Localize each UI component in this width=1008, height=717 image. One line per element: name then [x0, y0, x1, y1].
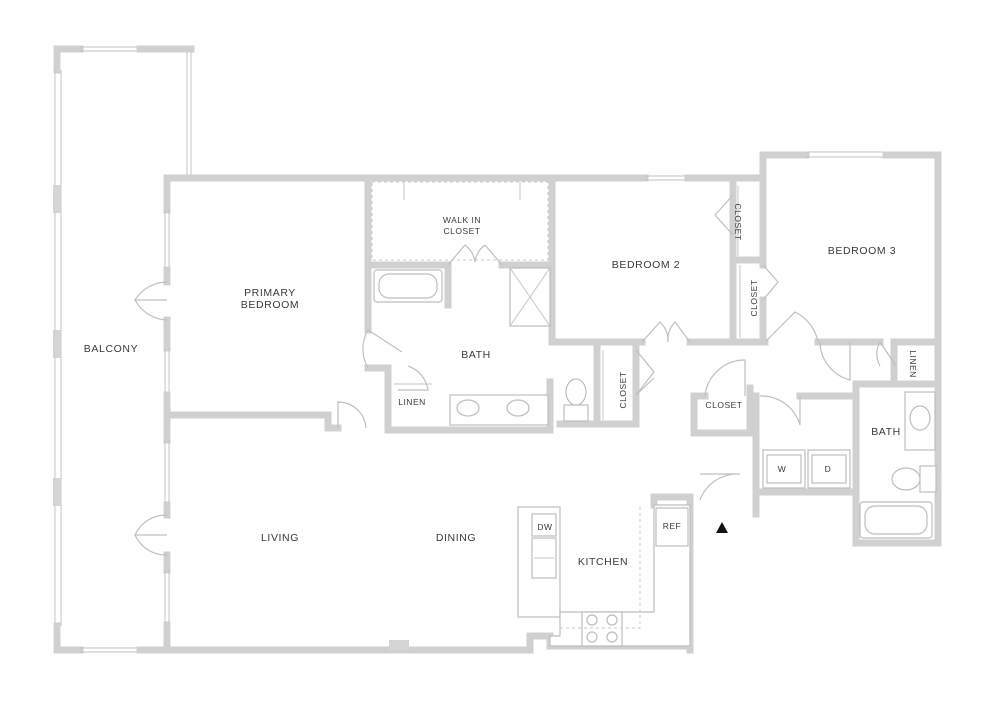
interior-walls — [163, 174, 942, 509]
hall-closet-label: CLOSET — [618, 371, 628, 408]
walk-in-closet-label-line1: WALK IN — [443, 215, 481, 225]
bath-2-label: BATH — [871, 426, 901, 438]
entry-closet-label: CLOSET — [705, 400, 742, 410]
primary-bedroom-label-line2: BEDROOM — [241, 299, 299, 311]
exterior-walls — [136, 151, 942, 654]
primary-bedroom-label-line1: PRIMARY — [244, 287, 296, 299]
bedroom-3-linen-label: LINEN — [908, 350, 918, 378]
dryer-label: D — [825, 464, 832, 474]
washer-label: W — [778, 464, 787, 474]
dishwasher-label: DW — [537, 522, 552, 532]
doors — [133, 194, 897, 556]
entry-triangle-icon — [716, 522, 728, 533]
living-label: LIVING — [261, 532, 299, 544]
fixtures — [371, 181, 937, 647]
refrigerator-label: REF — [663, 521, 682, 531]
bedroom-3-label: BEDROOM 3 — [828, 245, 896, 257]
balcony-area — [53, 45, 195, 654]
dining-label: DINING — [436, 532, 476, 544]
primary-bath-label: BATH — [461, 349, 491, 361]
bedroom-2-closet-label: CLOSET — [733, 203, 743, 240]
walk-in-closet-label-line2: CLOSET — [443, 226, 480, 236]
kitchen-label: KITCHEN — [578, 556, 628, 568]
bedroom-3-closet-label: CLOSET — [749, 279, 759, 316]
primary-linen-label: LINEN — [398, 397, 426, 407]
bedroom-2-label: BEDROOM 2 — [612, 259, 680, 271]
balcony-label: BALCONY — [84, 343, 138, 355]
